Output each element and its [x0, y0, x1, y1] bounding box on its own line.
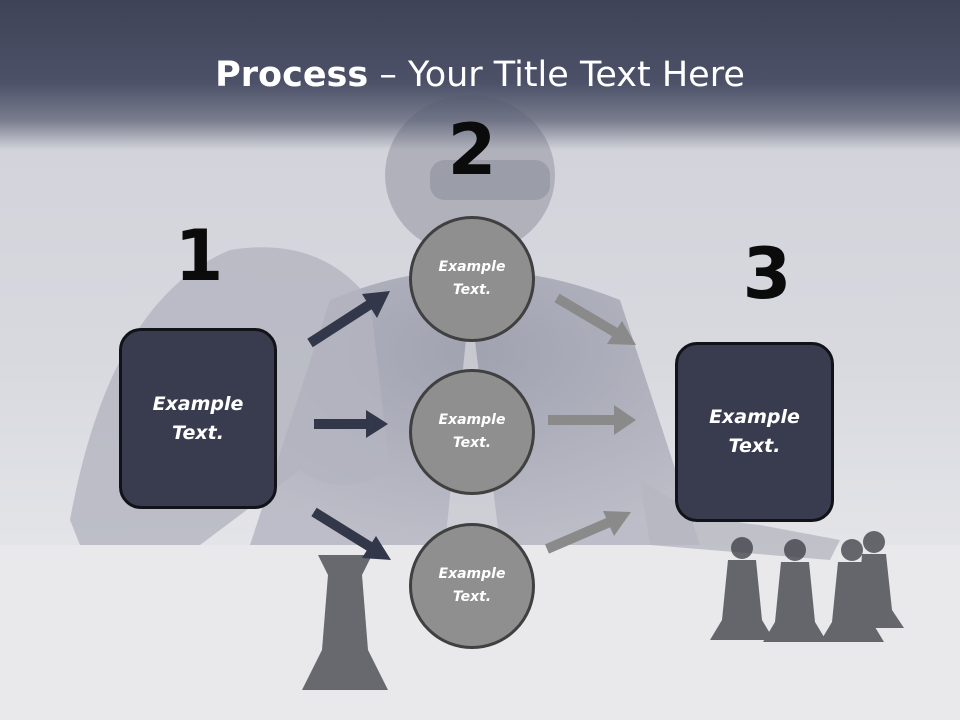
- step-3-text-line2: Text.: [728, 435, 781, 457]
- dark-arrow-down-right: [311, 507, 391, 560]
- gray-arrow-down-right: [554, 293, 636, 345]
- step-number-2: 2: [447, 109, 497, 191]
- step-1-text-line1: Example: [152, 392, 244, 415]
- circle-middle-text-line2: Text.: [452, 435, 492, 451]
- dark-arrow-right: [314, 410, 388, 438]
- step-2-circle-top[interactable]: Example Text.: [409, 216, 535, 342]
- circle-top-text-line1: Example: [438, 259, 506, 275]
- step-1-box[interactable]: Example Text.: [119, 328, 277, 509]
- circle-bottom-text-line1: Example: [438, 566, 506, 582]
- circle-middle-text-line1: Example: [438, 412, 506, 428]
- step-number-3: 3: [742, 233, 792, 315]
- step-3-box[interactable]: Example Text.: [675, 342, 834, 522]
- circle-top-text-line2: Text.: [452, 282, 492, 298]
- title-bold: Process: [215, 55, 369, 95]
- step-1-text-line2: Text.: [172, 421, 224, 444]
- dark-arrow-up-right: [307, 291, 390, 348]
- gray-arrow-right: [548, 405, 636, 435]
- title-rest: – Your Title Text Here: [368, 55, 745, 95]
- gray-arrow-up-right: [545, 511, 631, 554]
- slide-title: Process – Your Title Text Here: [0, 52, 960, 98]
- step-3-text-line1: Example: [709, 406, 800, 428]
- step-2-circle-middle[interactable]: Example Text.: [409, 369, 535, 495]
- title-band: [0, 0, 960, 150]
- step-number-1: 1: [174, 215, 224, 297]
- circle-bottom-text-line2: Text.: [452, 589, 492, 605]
- step-2-circle-bottom[interactable]: Example Text.: [409, 523, 535, 649]
